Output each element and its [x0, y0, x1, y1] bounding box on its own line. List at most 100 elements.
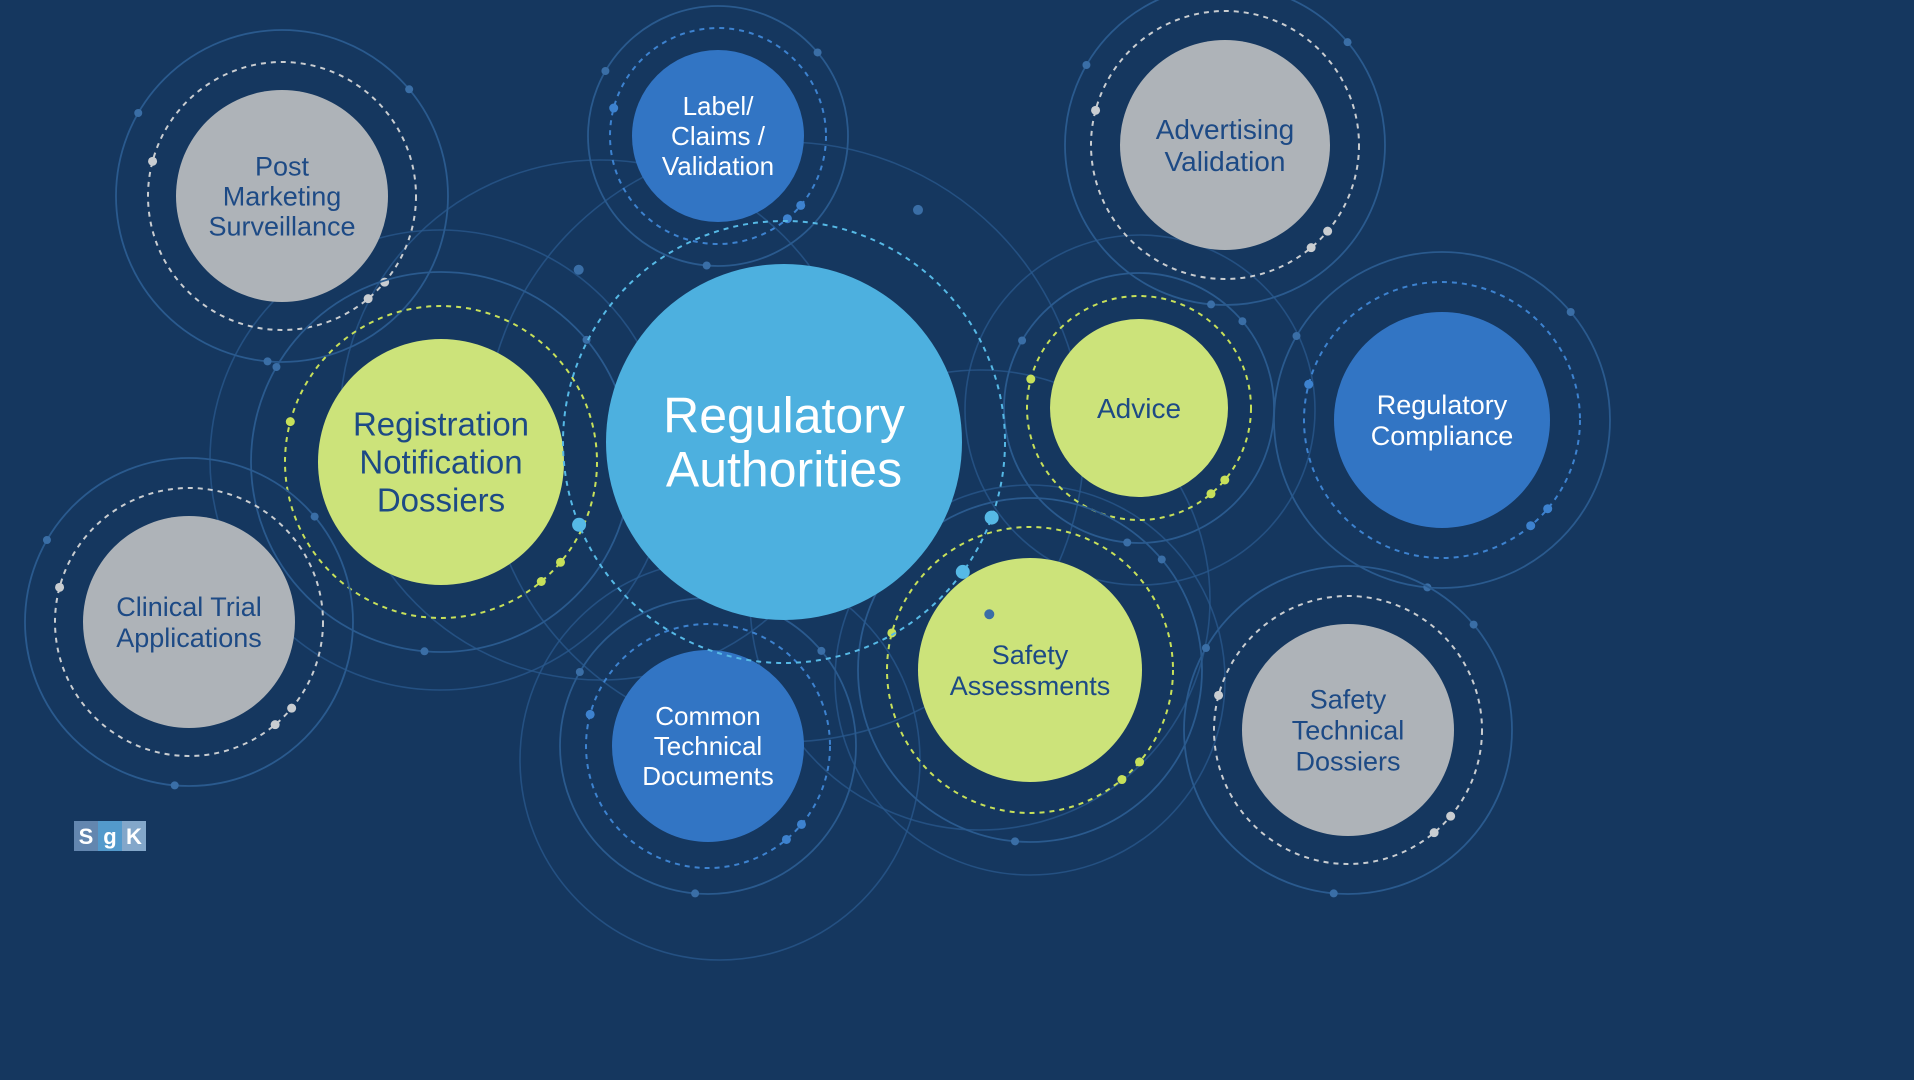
ring-dot [405, 85, 414, 94]
node-circle [83, 516, 295, 728]
node-label-line-3: Dossiers [1295, 746, 1400, 776]
node-label-line-3: Documents [642, 761, 774, 791]
ring-dot [1091, 105, 1101, 115]
node-circle [176, 90, 388, 302]
ring-dot [134, 109, 143, 117]
ring-dot [691, 889, 700, 898]
node-circle [612, 650, 804, 842]
ring-dot [263, 357, 272, 366]
node-label-claims-validation: Label/Claims /Validation [587, 5, 849, 270]
node-label-line-3: Dossiers [377, 482, 505, 519]
dashed-ring [1026, 295, 1252, 521]
outer-ring [1183, 565, 1513, 895]
ring-dot [1082, 61, 1091, 69]
dashed-ring [1303, 281, 1581, 559]
ring-dot [575, 668, 584, 676]
ring-dot [817, 646, 826, 655]
logo-tile [74, 821, 98, 851]
ring-dot [1207, 300, 1216, 309]
ring-dot [1117, 775, 1127, 785]
outer-ring [115, 29, 449, 363]
center-circle [606, 264, 962, 620]
ring-dot [310, 512, 319, 521]
logo-tile [122, 821, 146, 851]
node-label-line-2: Applications [116, 623, 262, 653]
connector-arc [964, 234, 1316, 586]
ring-dot [1429, 828, 1439, 838]
ring-dot [702, 261, 711, 270]
outer-ring [24, 457, 354, 787]
center-label-line-1: Regulatory [663, 388, 905, 444]
ring-dot [1135, 757, 1145, 767]
outer-ring [1273, 251, 1611, 589]
node-label-line-1: Common [655, 701, 760, 731]
ring-dot [55, 582, 65, 592]
ring-dot [536, 577, 546, 587]
dashed-ring [886, 526, 1174, 814]
ring-dot [796, 819, 806, 829]
node-advice: Advice [1003, 272, 1275, 547]
ring-dot [170, 781, 179, 790]
logo-letter: K [126, 824, 142, 849]
ring-dot [1343, 38, 1352, 47]
dashed-ring [1213, 595, 1483, 865]
node-label-line-2: Notification [359, 444, 522, 481]
dashed-ring [562, 220, 1006, 664]
dashed-ring [585, 623, 831, 869]
outer-ring [857, 497, 1203, 843]
ring-dot [781, 834, 791, 844]
ring-dot [609, 103, 619, 113]
node-label-line-1: Clinical Trial [116, 592, 262, 622]
node-circle [1120, 40, 1330, 250]
ring-dot [1157, 555, 1166, 564]
ring-dot [1018, 336, 1027, 345]
center-label-line-2: Authorities [666, 442, 902, 498]
ring-dot [270, 720, 280, 730]
node-label-line-2: Claims / [671, 121, 766, 151]
node-label-line-2: Validation [1165, 146, 1286, 177]
ring-dot [1306, 243, 1316, 253]
ring-dot [1329, 889, 1338, 898]
ring-dot [1543, 504, 1553, 514]
ring-dot [1026, 374, 1036, 384]
ring-dot [363, 294, 373, 304]
ring-dot [1123, 538, 1132, 547]
node-label-line-2: Compliance [1371, 421, 1514, 451]
dashed-ring [284, 305, 598, 619]
node-label-line-1: Safety [992, 640, 1069, 670]
ring-dot [796, 200, 806, 210]
node-label-line-1: Registration [353, 406, 529, 443]
node-label-line-1: Regulatory [1377, 390, 1508, 420]
ring-dot [272, 363, 281, 371]
node-label-line-2: Technical [654, 731, 762, 761]
connector-arc [834, 484, 1226, 876]
dashed-ring [147, 61, 417, 331]
ring-dot [1446, 811, 1456, 821]
dashed-ring [54, 487, 324, 757]
node-label-line-1: Post [255, 151, 310, 181]
ring-dot [572, 517, 587, 532]
ring-dot [1469, 620, 1478, 629]
node-label-line-1: Safety [1310, 684, 1387, 714]
node-circle [918, 558, 1142, 782]
ring-dot [955, 564, 970, 579]
ring-dot [913, 204, 923, 215]
node-label-line-2: Marketing [223, 181, 342, 211]
ring-dot [585, 709, 595, 719]
ring-dot [984, 510, 999, 525]
node-label-line-1: Label/ [683, 91, 755, 121]
node-label-line-3: Validation [662, 151, 774, 181]
ring-dot [287, 703, 297, 713]
ring-dot [420, 647, 429, 656]
ring-dot [887, 628, 897, 638]
ring-dot [984, 609, 995, 620]
ring-dot [42, 536, 51, 544]
node-label-line-2: Assessments [950, 671, 1111, 701]
ring-dot [1011, 837, 1020, 846]
